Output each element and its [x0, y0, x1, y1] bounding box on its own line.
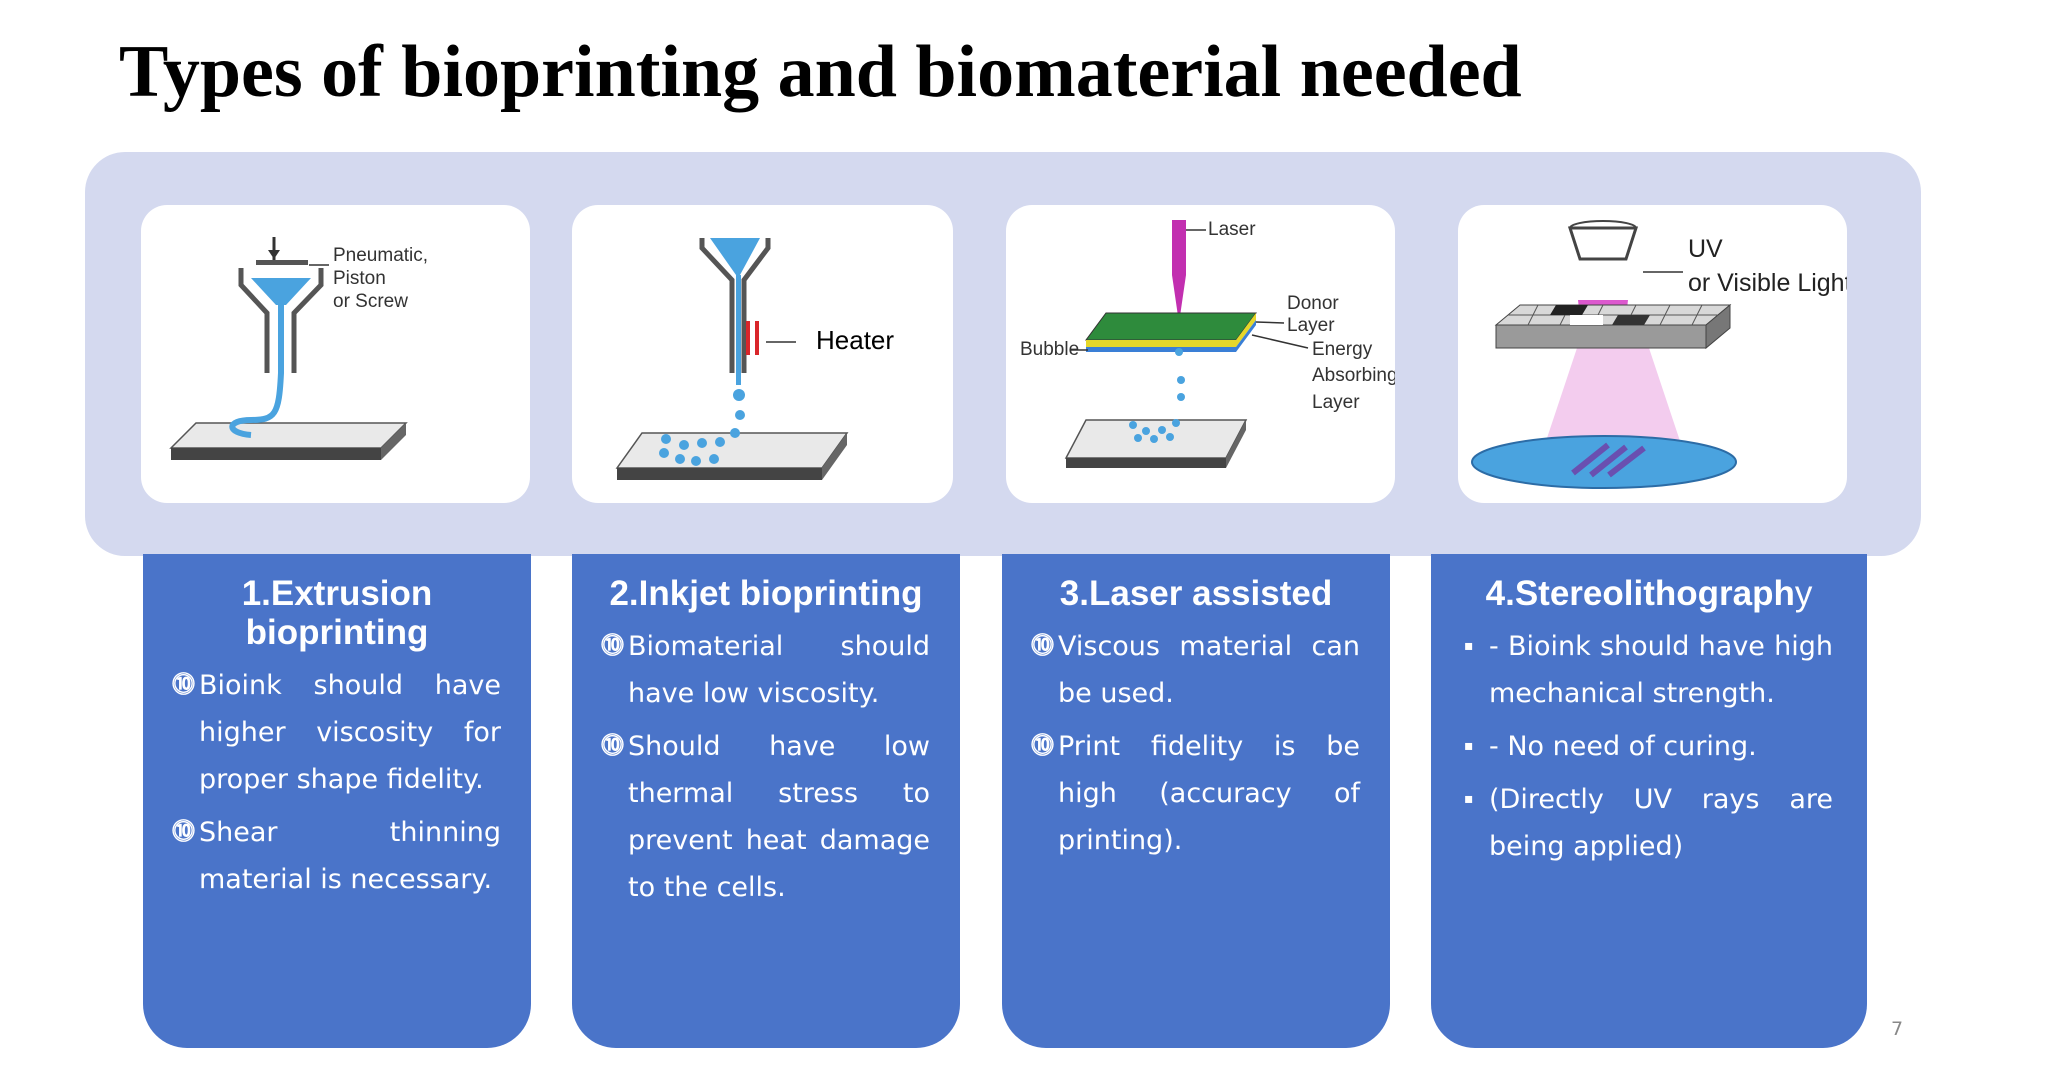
square-bullet-icon: ▪: [1464, 791, 1474, 807]
list-item-text: Bioink should have higher viscosity for …: [199, 670, 501, 795]
extrusion-label-2: Piston: [333, 268, 386, 289]
extrusion-label-1: Pneumatic,: [333, 245, 428, 266]
energy-label-3: Layer: [1312, 392, 1360, 413]
energy-label-1: Energy: [1312, 339, 1373, 360]
inkjet-title: 2.Inkjet bioprinting: [609, 574, 923, 613]
list-item-text: (Directly UV rays are being applied): [1489, 784, 1833, 862]
list-item-text: Print fidelity is be high (accuracy of p…: [1058, 731, 1360, 856]
inkjet-diagram: Heater: [615, 238, 894, 480]
square-bullet-icon: ▪: [1464, 638, 1474, 654]
donor-label-1: Donor: [1287, 293, 1339, 314]
stereolithography-title-main: 4.Stereolithograph: [1485, 574, 1795, 613]
list-item: ▪ - Bioink should have high mechanical st…: [1464, 623, 1833, 717]
list-item-text: Viscous material can be used.: [1058, 631, 1360, 709]
list-item-text: Biomaterial should have low viscosity.: [628, 631, 930, 709]
laser-diagram: Laser Bubble Donor Layer Energy Absorbin…: [1020, 219, 1395, 468]
bullet-marker: ⓾: [601, 633, 624, 659]
list-item: ▪ (Directly UV rays are being applied): [1464, 776, 1833, 870]
laser-illustration: Laser Bubble Donor Layer Energy Absorbin…: [1006, 205, 1395, 503]
slide-title: Types of bioprinting and biomaterial nee…: [119, 31, 1522, 113]
list-item: ▪ - No need of curing.: [1464, 723, 1833, 770]
list-item-text: Shear thinning material is necessary.: [199, 817, 501, 895]
inkjet-illustration: Heater: [572, 205, 953, 503]
stereolithography-diagram: UV or Visible Light: [1471, 220, 1847, 489]
extrusion-title-line1: 1.Extrusion: [241, 574, 433, 613]
extrusion-illustration: Pneumatic, Piston or Screw: [141, 205, 530, 503]
bullet-marker: ⓾: [1031, 633, 1054, 659]
page-number: 7: [1891, 1018, 1904, 1040]
extrusion-diagram: Pneumatic, Piston or Screw: [169, 237, 428, 460]
laser-title: 3.Laser assisted: [1059, 574, 1333, 613]
extrusion-title-line2: bioprinting: [245, 613, 429, 652]
stereolithography-panel: 4.Stereolithography ▪ - Bioink should hav…: [1431, 554, 1867, 1048]
bubble-label: Bubble: [1020, 339, 1079, 360]
uv-label-1: UV: [1688, 235, 1723, 263]
extrusion-label-3: or Screw: [333, 291, 408, 312]
bullet-marker: ⓾: [601, 733, 624, 759]
extrusion-title: 1.Extrusion bioprinting: [173, 574, 501, 652]
list-item-text: - No need of curing.: [1489, 731, 1757, 762]
donor-label-2: Layer: [1287, 315, 1335, 336]
square-bullet-icon: ▪: [1464, 738, 1474, 754]
laser-label: Laser: [1208, 219, 1256, 240]
bullet-marker: ⓾: [172, 672, 195, 698]
uv-label-2: or Visible Light: [1688, 269, 1847, 297]
energy-label-2: Absorbing: [1312, 365, 1395, 386]
stereolithography-title: 4.Stereolithography: [1465, 574, 1833, 613]
bullet-marker: ⓾: [1031, 733, 1054, 759]
heater-label: Heater: [816, 325, 894, 355]
stereolithography-illustration: UV or Visible Light: [1458, 205, 1847, 503]
list-item-text: Should have low thermal stress to preven…: [628, 731, 930, 903]
list-item-text: - Bioink should have high mechanical str…: [1489, 631, 1833, 709]
bullet-marker: ⓾: [172, 819, 195, 845]
stereolithography-title-tail: y: [1794, 574, 1813, 613]
